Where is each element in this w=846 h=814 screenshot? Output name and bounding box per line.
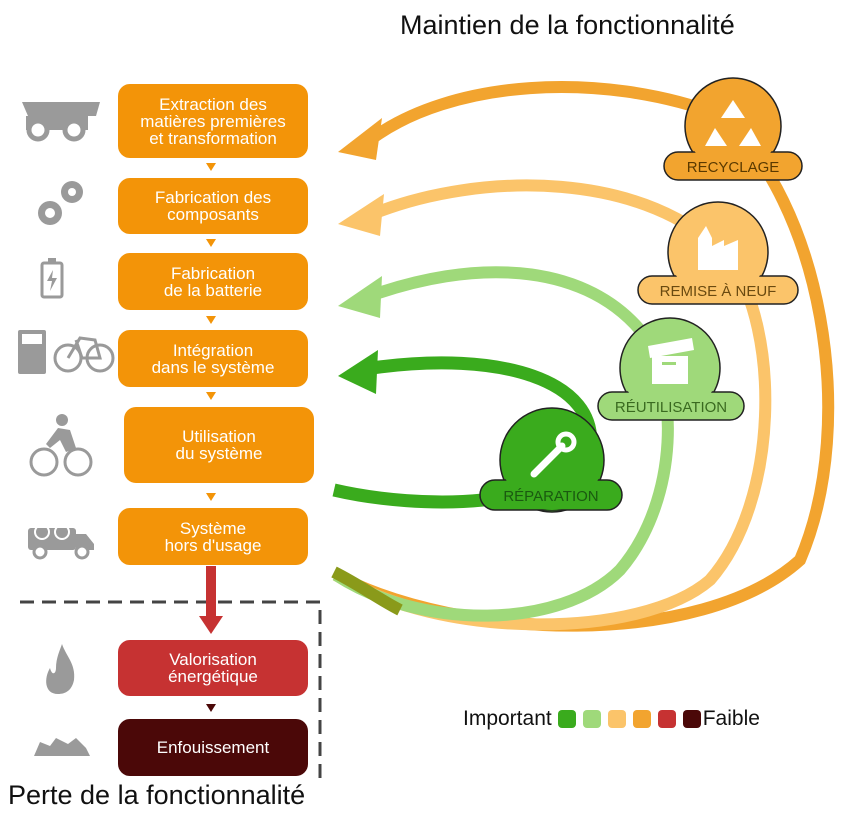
loss-arrowhead	[199, 616, 223, 634]
remise-label: REMISE À NEUF	[660, 283, 777, 300]
battery-icon	[40, 258, 64, 299]
flow-connectors	[206, 163, 216, 501]
title-maintien: Maintien de la fonctionnalité	[400, 10, 735, 40]
legend-swatch-5	[657, 710, 676, 728]
landfill-icon	[34, 738, 90, 756]
legend-swatch-2	[582, 710, 601, 728]
reparation-badge	[479, 407, 623, 513]
wrench-icon	[530, 431, 577, 478]
reparation-label: RÉPARATION	[503, 488, 598, 505]
step-utilisation: Utilisation du système	[124, 407, 314, 483]
loss-arrow-shaft	[206, 566, 216, 620]
legend-high-label: Important	[463, 707, 552, 730]
step-batterie: Fabrication de la batterie	[118, 253, 308, 310]
reutilisation-badge	[597, 317, 745, 421]
legend: Important Faible	[463, 707, 760, 731]
dump-truck-icon	[22, 102, 100, 142]
step-enfouissement: Enfouissement	[118, 719, 308, 776]
loss-boundary	[20, 600, 322, 785]
recyclage-badge	[663, 77, 803, 181]
reutilisation-arrowhead	[338, 276, 382, 318]
loop-start	[331, 566, 403, 616]
factory-icon	[698, 226, 738, 270]
reparation-arrowhead	[338, 350, 378, 394]
reutilisation-label: RÉUTILISATION	[615, 399, 727, 416]
step-extraction: Extraction des matières premières et tra…	[118, 84, 308, 158]
reutilisation-arc	[332, 266, 674, 622]
remise-arc	[332, 179, 772, 631]
step-integration: Intégration dans le système	[118, 330, 308, 387]
remise-arrowhead	[338, 194, 384, 236]
step-valorisation: Valorisation énergétique	[118, 640, 308, 696]
legend-low-label: Faible	[702, 707, 760, 730]
remise-badge	[637, 201, 799, 305]
legend-swatch-4	[632, 710, 651, 728]
legend-swatch-6	[682, 710, 701, 728]
legend-swatch-3	[607, 710, 626, 728]
recyclage-label: RECYCLAGE	[687, 159, 780, 176]
recycle-icon	[705, 100, 761, 146]
box-icon	[648, 338, 694, 384]
title-perte: Perte de la fonctionnalité	[8, 780, 306, 810]
loss-connector	[206, 704, 216, 712]
legend-swatch-1	[557, 710, 576, 728]
gears-icon	[38, 181, 83, 225]
recyclage-arrowhead	[338, 118, 382, 160]
step-composants: Fabrication des composants	[118, 178, 308, 234]
flame-icon	[46, 644, 75, 694]
truck-with-bike-icon	[28, 524, 94, 560]
step-hors-usage: Système hors d'usage	[118, 508, 308, 565]
cyclist-icon	[29, 414, 93, 477]
ebike-charger-icon	[18, 330, 115, 374]
